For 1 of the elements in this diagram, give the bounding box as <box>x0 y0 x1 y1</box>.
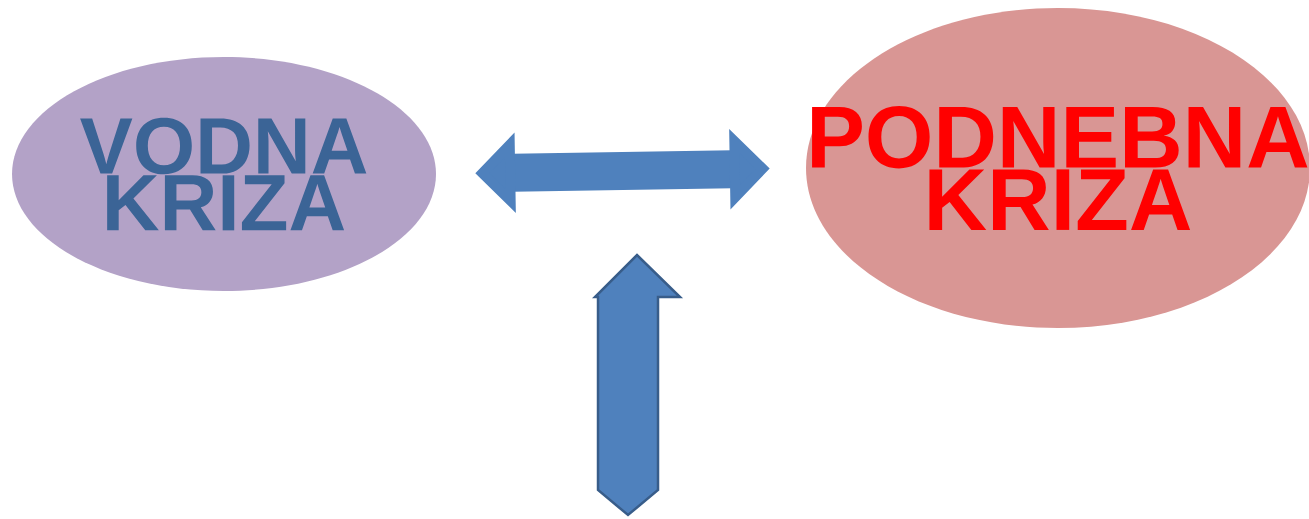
ellipse-node: VODNA KRIZA <box>12 57 436 291</box>
